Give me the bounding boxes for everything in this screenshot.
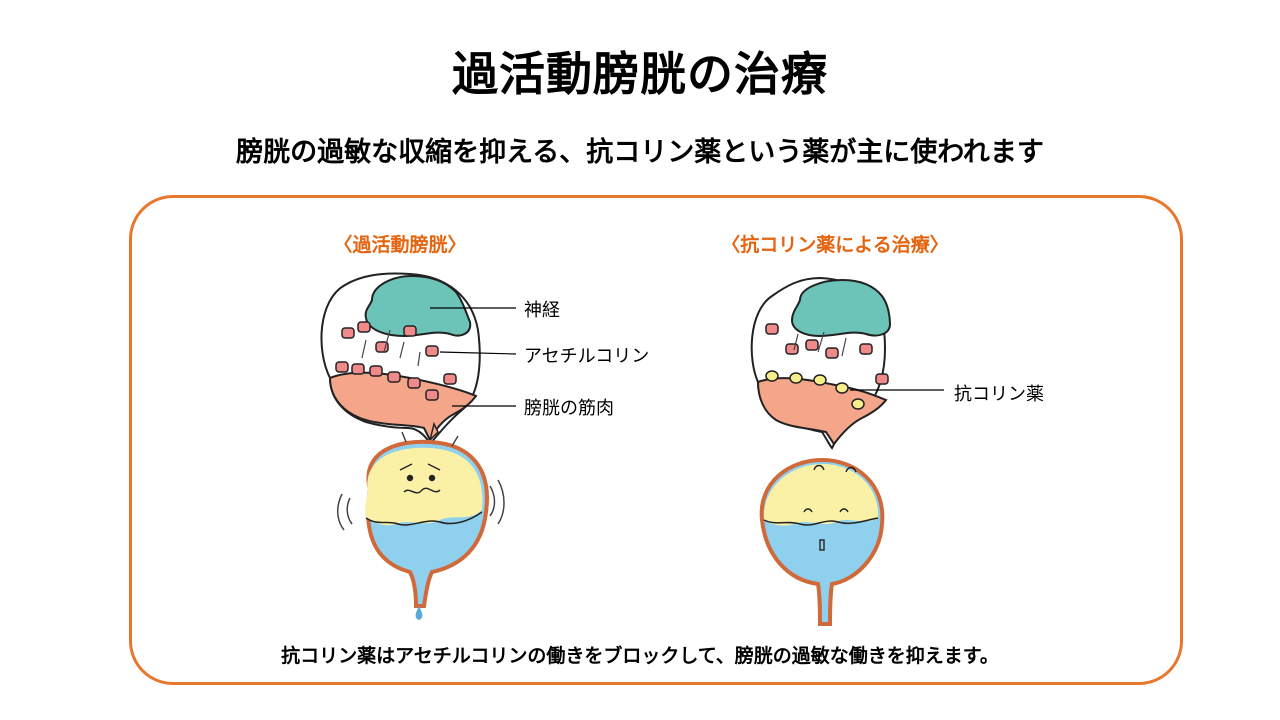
right-synapse-illustration (752, 278, 890, 448)
left-bladder-illustration (338, 432, 504, 620)
left-nerve-terminal (366, 276, 471, 336)
label-anticholinergic: 抗コリン薬 (954, 380, 1044, 406)
label-acetylcholine: アセチルコリン (524, 342, 649, 368)
left-synapse-illustration (321, 273, 479, 444)
diagram-caption: 抗コリン薬はアセチルコリンの働きをブロックして、膀胱の過敏な働きを抑えます。 (0, 641, 1280, 668)
label-bladder-muscle: 膀胱の筋肉 (524, 394, 614, 420)
label-nerve: 神経 (524, 296, 560, 322)
right-nerve-terminal (792, 280, 890, 336)
right-bladder-illustration (762, 460, 883, 624)
